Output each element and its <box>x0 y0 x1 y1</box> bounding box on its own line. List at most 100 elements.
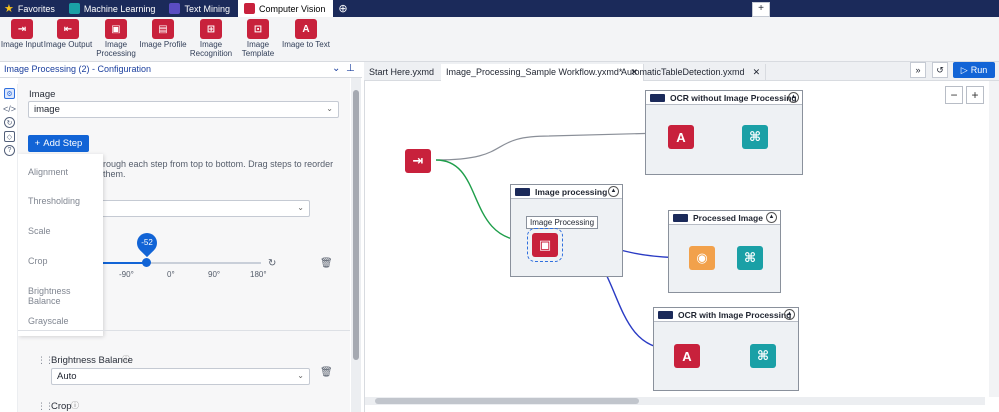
scrollbar-thumb[interactable] <box>353 90 359 360</box>
browse-node[interactable]: ⌘ <box>742 125 768 149</box>
config-header: Image Processing (2) - Configuration ⌄ ⊥ <box>0 62 362 78</box>
new-tab-button[interactable]: + <box>752 2 770 17</box>
menu-item-alignment[interactable]: Alignment <box>28 167 69 177</box>
zoom-out-button[interactable]: − <box>945 86 963 104</box>
document-tabs: Start Here.yxmd✕ Image_Processing_Sample… <box>364 62 999 81</box>
container-icon <box>673 214 688 222</box>
canvas-horizontal-scrollbar[interactable] <box>365 397 985 405</box>
gear-icon[interactable]: ⚙ <box>4 88 15 99</box>
play-icon: ▷ <box>960 64 968 75</box>
help-icon[interactable]: ? <box>4 145 15 156</box>
scrollbar-thumb[interactable] <box>375 398 639 404</box>
tool-image-processing[interactable]: ▣ Image Processing <box>88 19 144 58</box>
menu-item-scale[interactable]: Scale <box>28 226 51 236</box>
image-input-icon: ⇥ <box>11 19 33 39</box>
config-scrollbar[interactable] <box>351 78 361 412</box>
tool-ribbon: ⇥ Image Input ⇤ Image Output ▣ Image Pro… <box>0 17 999 62</box>
text-mining-icon <box>169 3 181 14</box>
browse-node[interactable]: ⌘ <box>750 344 776 368</box>
chevron-down-icon[interactable]: ⌄ <box>332 63 341 74</box>
help-text: rough each step from top to bottom. Drag… <box>103 159 334 179</box>
drag-handle-icon[interactable]: ⋮⋮ <box>37 401 54 411</box>
history-icon[interactable]: ↺ <box>932 62 948 78</box>
trash-icon[interactable]: 🗑 <box>320 367 333 378</box>
image-select[interactable]: image ⌄ <box>28 101 339 118</box>
tool-label: Image Output <box>43 40 93 49</box>
chevron-down-icon: ⌄ <box>326 104 333 113</box>
menu-item-grayscale[interactable]: Grayscale <box>28 316 69 326</box>
tool-image-recognition[interactable]: ⊞ Image Recognition <box>183 19 239 58</box>
close-icon[interactable]: ✕ <box>752 67 761 77</box>
menu-item-crop[interactable]: Crop <box>28 256 48 266</box>
container-processed-image[interactable]: Processed Image ▲ ◉ ⌘ <box>668 210 781 293</box>
chevron-down-icon: ⌄ <box>297 203 304 212</box>
tag-icon[interactable]: ◇ <box>4 131 15 142</box>
collapse-icon[interactable]: ▲ <box>608 186 619 197</box>
chevron-down-icon: ⌄ <box>297 371 304 380</box>
container-title: Processed Image <box>693 213 763 223</box>
reset-icon[interactable]: ↻ <box>268 258 277 269</box>
container-ocr-with[interactable]: OCR with Image Processing ▲ A ⌘ <box>653 307 799 391</box>
info-icon[interactable]: ⓘ <box>71 401 79 410</box>
container-header: OCR with Image Processing ▲ <box>654 308 798 322</box>
annotation-icon[interactable]: ↻ <box>4 117 15 128</box>
run-button[interactable]: ▷ Run <box>953 62 995 78</box>
code-icon[interactable]: </> <box>3 103 17 114</box>
tool-label: Image Recognition <box>189 40 233 58</box>
trash-icon[interactable]: 🗑 <box>320 258 333 269</box>
tab-label: Machine Learning <box>83 3 156 14</box>
collapse-icon[interactable]: ▲ <box>788 92 799 103</box>
container-icon <box>658 311 673 319</box>
tool-image-profile[interactable]: ▤ Image Profile <box>135 19 191 49</box>
doc-tab-automatic-table[interactable]: AutomaticTableDetection.yxmd✕ <box>616 64 767 81</box>
config-title: Image Processing (2) - Configuration <box>4 64 152 74</box>
add-step-button[interactable]: + Add Step <box>28 135 89 152</box>
container-image-processing[interactable]: Image processing ▲ Image Processing ▣ <box>510 184 623 277</box>
doc-tab-image-processing[interactable]: Image_Processing_Sample Workflow.yxmd* ✕ <box>441 64 644 81</box>
brightness-select[interactable]: Auto ⌄ <box>51 368 310 385</box>
image-processing-node[interactable]: ▣ <box>527 228 563 262</box>
menu-item-brightness-balance[interactable]: Brightness Balance <box>28 286 71 306</box>
image-to-text-icon: A <box>295 19 317 39</box>
image-to-text-node[interactable]: A <box>674 344 700 368</box>
tool-image-template[interactable]: ⊡ Image Template <box>230 19 286 58</box>
drag-handle-icon[interactable]: ⋮⋮ <box>37 355 54 365</box>
rotation-slider-handle[interactable] <box>142 258 151 267</box>
brightness-label: Brightness Balance <box>51 355 133 366</box>
star-icon: ★ <box>4 3 14 15</box>
image-select-value: image <box>34 104 60 115</box>
tab-text-mining[interactable]: Text Mining <box>163 0 238 17</box>
info-icon[interactable]: ⓘ <box>122 355 130 364</box>
close-icon[interactable]: ✕ <box>630 67 638 77</box>
tool-label: Image Processing <box>96 40 136 58</box>
doc-tab-label: Image_Processing_Sample Workflow.yxmd* <box>446 67 623 77</box>
menu-item-thresholding[interactable]: Thresholding <box>28 196 81 206</box>
computer-vision-icon <box>243 3 255 14</box>
collapse-icon[interactable]: ▲ <box>766 212 777 223</box>
canvas-vertical-scrollbar[interactable] <box>989 81 999 397</box>
add-tab-icon[interactable]: ⊕ <box>338 3 348 15</box>
container-header: Processed Image ▲ <box>669 211 780 225</box>
tab-machine-learning[interactable]: Machine Learning <box>63 0 164 17</box>
collapse-icon[interactable]: ▲ <box>784 309 795 320</box>
image-output-node[interactable]: ◉ <box>689 246 715 270</box>
step-select[interactable]: ⌄ <box>100 200 310 217</box>
image-to-text-node[interactable]: A <box>668 125 694 149</box>
tab-favorites[interactable]: ★ Favorites <box>0 0 63 17</box>
tool-image-output[interactable]: ⇤ Image Output <box>40 19 96 49</box>
overflow-button[interactable]: » <box>910 62 926 78</box>
tool-label: Image Profile <box>139 40 187 49</box>
tool-image-input[interactable]: ⇥ Image Input <box>0 19 50 49</box>
image-input-node[interactable]: ⇥ <box>405 149 431 173</box>
machine-learning-icon <box>68 3 80 14</box>
pin-icon[interactable]: ⊥ <box>346 63 355 74</box>
browse-node[interactable]: ⌘ <box>737 246 763 270</box>
tick-label: -90° <box>119 270 134 279</box>
rotation-slider-track[interactable] <box>102 262 261 264</box>
zoom-in-button[interactable]: + <box>966 86 984 104</box>
tool-image-to-text[interactable]: A Image to Text <box>278 19 334 49</box>
container-ocr-without[interactable]: OCR without Image Processing ▲ A ⌘ <box>645 90 803 175</box>
image-field-label: Image <box>29 89 56 100</box>
workflow-canvas[interactable]: − + ⇥ OCR without Image Processing ▲ A ⌘… <box>364 81 999 412</box>
tab-computer-vision[interactable]: Computer Vision <box>237 0 334 17</box>
